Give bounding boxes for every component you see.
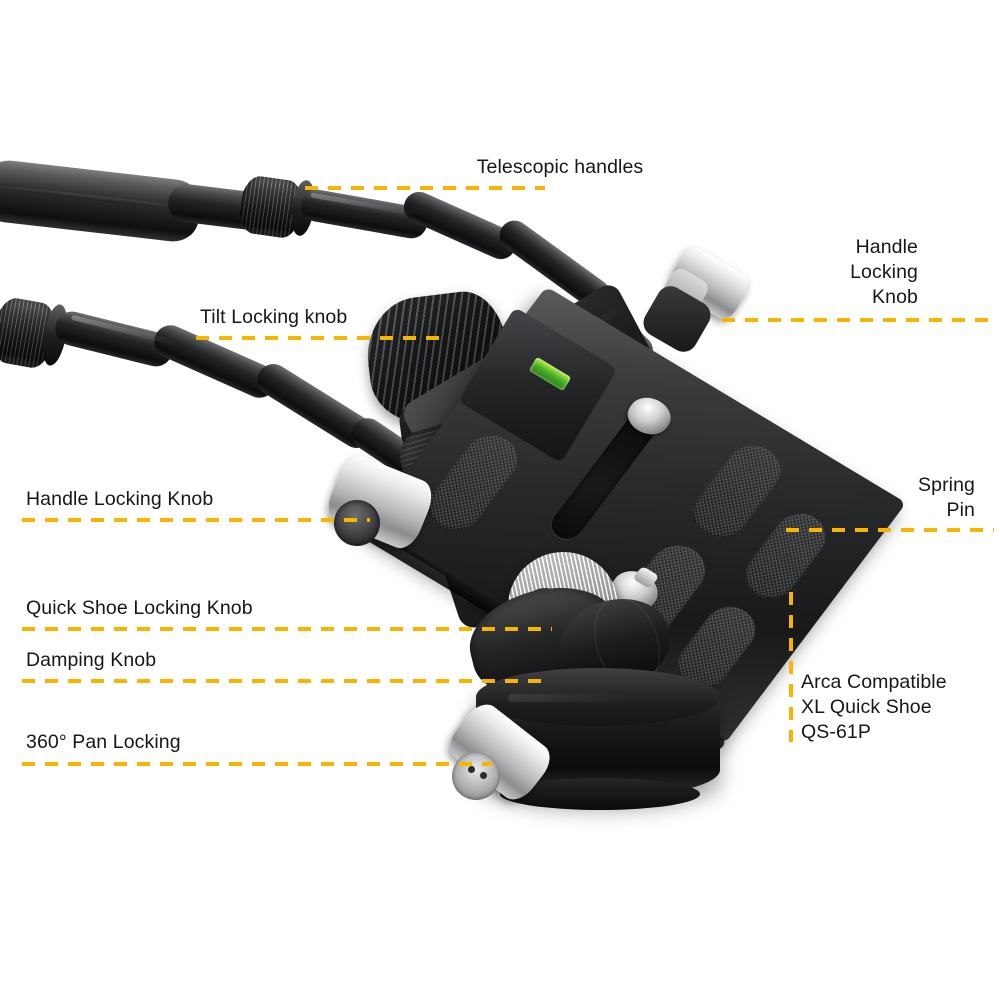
callout-spring-pin: Spring Pin bbox=[918, 474, 975, 521]
leader-handle-locking-knob-left bbox=[22, 518, 370, 522]
leader-telescopic-handles bbox=[305, 186, 545, 190]
leader-spring-pin bbox=[786, 528, 994, 532]
leader-pan-locking bbox=[22, 762, 492, 766]
leader-quick-shoe-locking-knob bbox=[22, 627, 552, 631]
callout-telescopic-handles: Telescopic handles bbox=[476, 156, 644, 178]
leader-damping-knob bbox=[22, 679, 542, 683]
leader-handle-locking-knob-top bbox=[722, 318, 990, 322]
callout-quick-shoe-locking-knob: Quick Shoe Locking Knob bbox=[26, 597, 253, 619]
leader-arca-quick-shoe bbox=[789, 592, 793, 742]
callout-handle-locking-knob-left: Handle Locking Knob bbox=[26, 488, 214, 510]
callout-arca-quick-shoe: Arca Compatible XL Quick Shoe QS-61P bbox=[801, 671, 947, 743]
leader-tilt-locking-knob bbox=[196, 336, 446, 340]
callout-handle-locking-knob-top: Handle Locking Knob bbox=[850, 236, 918, 308]
callout-damping-knob: Damping Knob bbox=[26, 649, 157, 671]
callout-tilt-locking-knob: Tilt Locking knob bbox=[200, 306, 348, 328]
callout-pan-locking: 360° Pan Locking bbox=[26, 731, 181, 753]
